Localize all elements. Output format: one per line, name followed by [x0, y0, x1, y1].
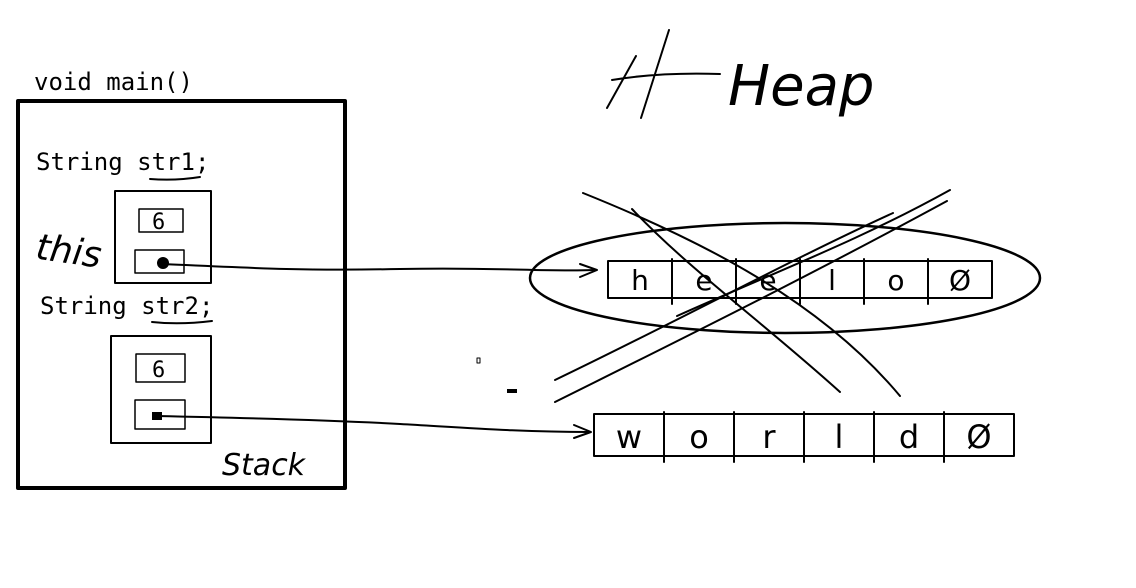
heap-title-text: Heap	[728, 54, 874, 119]
str1-reference-field	[134, 249, 185, 274]
str2-field-value-text: 6	[152, 358, 165, 383]
stray-mark	[507, 389, 517, 393]
declaration-str2: String str2;	[40, 292, 213, 320]
garbage-cross-out	[554, 189, 951, 403]
world-char-cell: w	[616, 418, 642, 456]
world-char-cell: o	[689, 418, 709, 456]
world-char-cell: d	[899, 418, 919, 456]
stack-frame	[16, 99, 347, 490]
hello-char-cell: l	[828, 264, 836, 297]
hello-char-cell: h	[631, 264, 649, 297]
str1-object-box	[114, 190, 212, 284]
str1-field-value	[138, 208, 184, 233]
world-char-cell: l	[835, 418, 844, 456]
str2-arrowhead	[573, 424, 592, 439]
str2-object-box	[110, 335, 212, 444]
str1-reference-arrow	[162, 263, 597, 272]
function-signature: void main()	[34, 68, 193, 96]
str1-underline	[149, 176, 201, 181]
this-label: this	[33, 227, 104, 277]
world-char-cell: Ø	[966, 418, 991, 456]
str2-underline	[151, 320, 213, 325]
hello-char-cell: o	[887, 264, 904, 297]
str2-field-value	[135, 353, 186, 383]
garbage-string-outline	[528, 221, 1042, 335]
str1-arrowhead	[579, 263, 598, 278]
stray-mark	[476, 357, 481, 364]
hello-char-cell: Ø	[949, 264, 971, 297]
str1-field-value-text: 6	[152, 210, 165, 235]
declaration-str1: String str1;	[36, 148, 209, 176]
str2-reference-field	[134, 399, 186, 430]
world-char-cell: r	[762, 418, 776, 456]
heap-title: Heap	[606, 29, 874, 119]
stack-label: Stack	[222, 448, 307, 483]
str2-reference-arrow	[155, 415, 591, 433]
